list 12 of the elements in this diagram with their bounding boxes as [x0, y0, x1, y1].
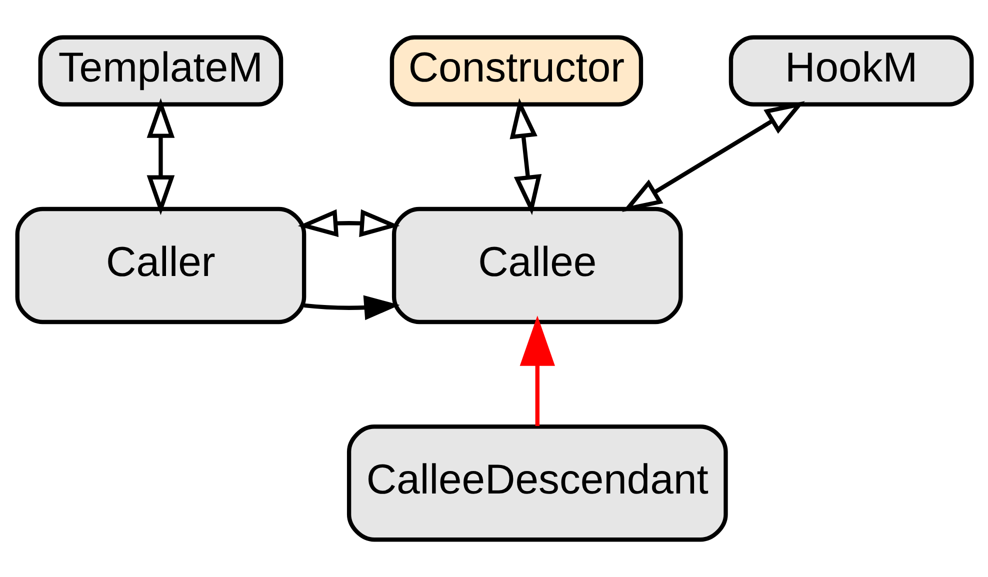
arrow: [146, 98, 174, 216]
arrow: [519, 316, 554, 426]
arrow: [303, 295, 400, 320]
node-box: Callee: [391, 206, 682, 324]
arrow: [509, 98, 542, 216]
node-box: HookM: [728, 35, 974, 106]
node-box: TemplateM: [38, 35, 283, 106]
arrow: [297, 209, 400, 238]
node-box: CalleeDescendant: [346, 424, 728, 542]
node-box: Constructor: [389, 35, 643, 106]
node-box: Caller: [14, 206, 306, 324]
arrow: [622, 101, 804, 212]
